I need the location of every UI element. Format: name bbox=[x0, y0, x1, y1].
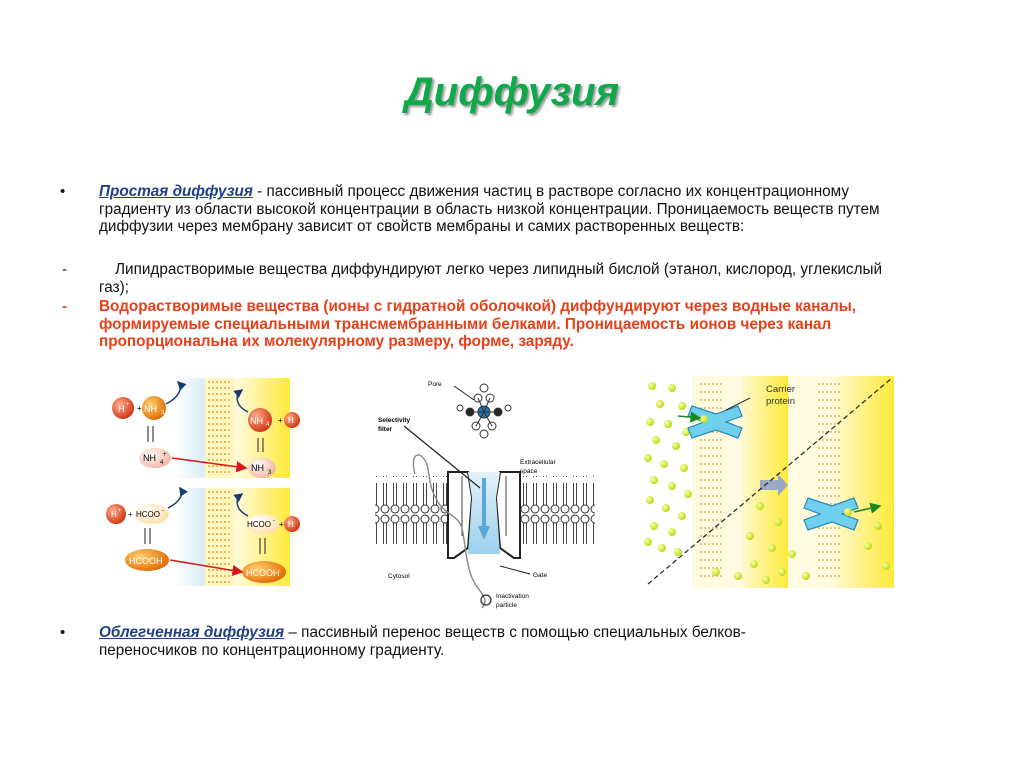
fig1-h-ion-1: H bbox=[118, 404, 125, 414]
bullet-2: • bbox=[60, 624, 66, 641]
svg-text:+: + bbox=[118, 508, 122, 514]
fig1-h-ion-2: H bbox=[288, 416, 294, 425]
label-gate: Gate bbox=[533, 572, 547, 579]
paragraph-facilitated-diffusion-text: – пассивный перенос веществ с помощью сп… bbox=[99, 624, 746, 659]
label-inactivation: Inactivation bbox=[496, 593, 529, 600]
fig1-hcooh-right: HCOOH bbox=[246, 568, 280, 578]
svg-text:+: + bbox=[279, 520, 284, 529]
page-title: Диффузия bbox=[404, 70, 620, 114]
term-simple-diffusion: Простая диффузия bbox=[99, 183, 253, 200]
fig1-hcoo-left: HCOO bbox=[136, 510, 160, 519]
dash-marker-1: - bbox=[62, 261, 67, 278]
svg-text:+: + bbox=[126, 402, 130, 408]
svg-text:+: + bbox=[163, 452, 167, 458]
paragraph-lipid-soluble: Липидрастворимые вещества диффундируют л… bbox=[99, 261, 899, 296]
svg-text:+: + bbox=[137, 404, 142, 413]
paragraph-simple-diffusion: Простая диффузия - пассивный процесс дви… bbox=[99, 183, 919, 236]
svg-text:H: H bbox=[111, 510, 117, 519]
svg-text:3: 3 bbox=[161, 410, 165, 416]
paragraph-water-soluble-text: Водорастворимые вещества (ионы с гидратн… bbox=[99, 298, 857, 351]
figure-ion-channel: Pore Selectivity filter Extracellular sp… bbox=[375, 381, 595, 609]
fig1-nh3-right: NH bbox=[251, 463, 264, 473]
paragraph-simple-diffusion-text: - пассивный процесс движения частиц в ра… bbox=[99, 183, 880, 236]
fig1-hcooh-left: HCOOH bbox=[129, 556, 163, 566]
bullet-1: • bbox=[60, 183, 66, 200]
fig1-nh4-right: NH bbox=[250, 416, 263, 426]
fig1-hcoo-right: HCOO bbox=[247, 520, 271, 529]
term-facilitated-diffusion: Облегченная диффузия bbox=[99, 624, 285, 641]
svg-text:4: 4 bbox=[266, 422, 270, 428]
fig1-nh3-top: NH bbox=[144, 404, 157, 414]
svg-text:3: 3 bbox=[268, 470, 272, 476]
label-space: space bbox=[520, 468, 538, 475]
figure-carrier-protein: Carrier protein bbox=[642, 376, 898, 588]
svg-text:H: H bbox=[288, 520, 294, 529]
fig1-nh4-left: NH bbox=[143, 453, 156, 463]
svg-text:+: + bbox=[278, 416, 283, 425]
label-cytosol: Cytosol bbox=[388, 573, 410, 580]
label-particle: particle bbox=[496, 602, 517, 609]
label-protein: protein bbox=[766, 396, 795, 407]
label-carrier: Carrier bbox=[766, 384, 795, 395]
label-extracellular: Extracellular bbox=[520, 459, 557, 466]
label-pore: Pore bbox=[428, 381, 442, 388]
svg-text:-: - bbox=[162, 508, 164, 514]
figure-ion-trapping: H + + NH 3 NH 4 + NH 4 + H NH 3 H + + HC… bbox=[106, 378, 300, 586]
paragraph-water-soluble: Водорастворимые вещества (ионы с гидратн… bbox=[99, 298, 919, 351]
svg-text:4: 4 bbox=[160, 460, 164, 466]
label-selectivity: Selectivity bbox=[378, 417, 411, 424]
svg-text:-: - bbox=[273, 518, 275, 524]
svg-text:+: + bbox=[128, 510, 133, 519]
paragraph-facilitated-diffusion: Облегченная диффузия – пассивный перенос… bbox=[99, 624, 819, 659]
paragraph-lipid-soluble-text: Липидрастворимые вещества диффундируют л… bbox=[99, 261, 883, 296]
dash-marker-2: - bbox=[62, 298, 67, 315]
label-filter: filter bbox=[378, 426, 393, 433]
